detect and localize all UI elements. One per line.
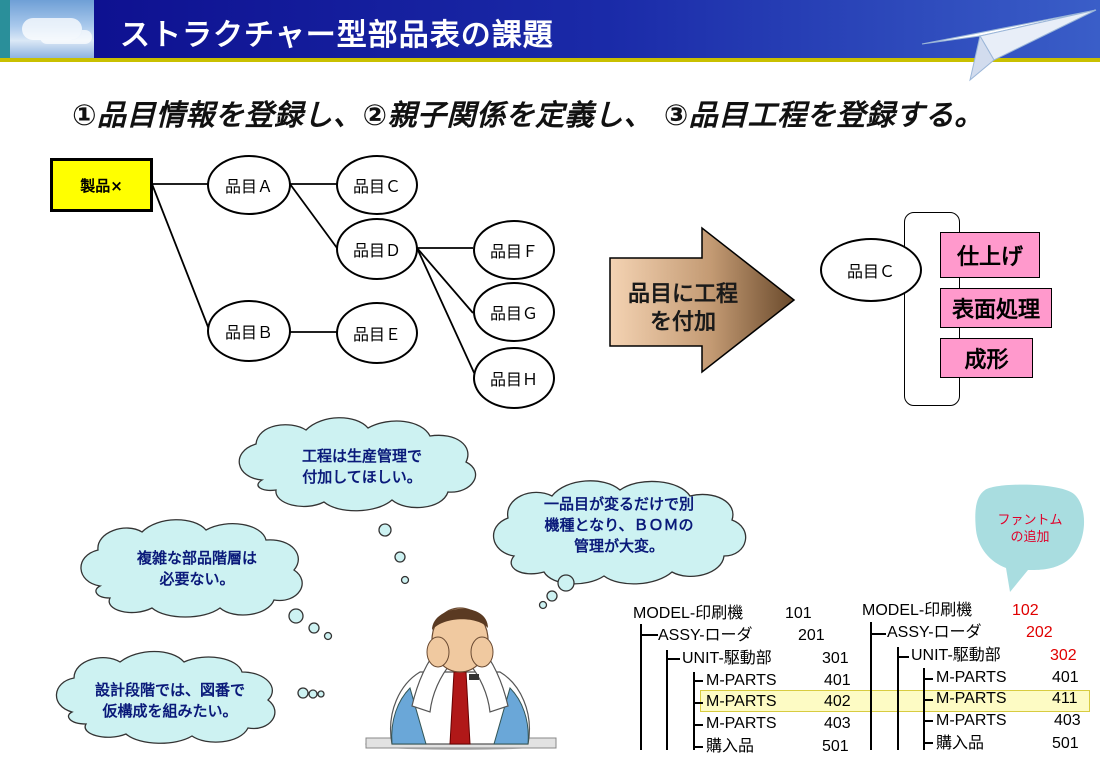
item-h-node: 品目Ｈ: [473, 347, 555, 409]
bom-left-unit-num: 301: [822, 650, 849, 667]
bom-left-assy-num: 201: [798, 627, 825, 644]
thought-cloud-hierarchy: [80, 519, 303, 618]
thought-cloud-design: [55, 650, 276, 744]
item-a-node: 品目Ａ: [207, 155, 291, 215]
arrow-label: 品目に工程 を付加: [627, 281, 738, 335]
item-c-node: 品目Ｃ: [336, 155, 418, 215]
bom-right-mparts-2: M-PARTS: [936, 690, 1007, 707]
bom-left-mparts-3: M-PARTS: [706, 715, 777, 732]
process-finishing: 仕上げ: [940, 232, 1040, 278]
page-title: ストラクチャー型部品表の課題: [120, 18, 554, 53]
phantom-text: ファントム の追加: [997, 513, 1063, 545]
bom-left-mparts-2: M-PARTS: [706, 693, 777, 710]
item-b-node: 品目Ｂ: [207, 300, 291, 362]
phantom-callout: [975, 484, 1085, 592]
header-bar: ストラクチャー型部品表の課題: [0, 0, 1100, 58]
bom-right-model: MODEL-印刷機: [862, 602, 973, 619]
bom-right-mparts-2-num: 411: [1052, 690, 1078, 707]
bom-right-purchased-num: 501: [1052, 735, 1079, 752]
changed-part-highlight: [700, 690, 1090, 712]
bom-right-mparts-1: M-PARTS: [936, 669, 1007, 686]
bom-right-mparts-1-num: 401: [1052, 669, 1079, 686]
item-f-node: 品目Ｆ: [473, 220, 555, 280]
bom-right-assy-num: 202: [1026, 624, 1053, 641]
bom-left-purchased: 購入品: [706, 738, 755, 755]
bom-right-mparts-3: M-PARTS: [936, 712, 1007, 729]
bom-left-mparts-1: M-PARTS: [706, 672, 777, 689]
process-arrow: [609, 226, 796, 374]
bom-left-model-num: 101: [785, 605, 812, 622]
process-forming: 成形: [940, 338, 1033, 378]
thought-text-hierarchy: 複雑な部品階層は 必要ない。: [136, 549, 257, 588]
subtitle: ①品目情報を登録し、②親子関係を定義し、 ③品目工程を登録する。: [72, 98, 984, 132]
bom-left-purchased-num: 501: [822, 738, 849, 755]
bom-right-assy: ASSY-ローダ: [887, 624, 982, 641]
item-d-node: 品目Ｄ: [336, 218, 418, 280]
item-g-node: 品目Ｇ: [473, 282, 555, 342]
sky-photo: [0, 0, 94, 58]
thought-text-design: 設計段階では、図番で 仮構成を組みたい。: [94, 681, 245, 720]
bom-right-mparts-3-num: 403: [1054, 712, 1081, 729]
paper-plane-icon: [921, 9, 1097, 82]
item-e-node: 品目Ｅ: [336, 302, 418, 364]
worried-person-icon: [365, 607, 557, 750]
thought-cloud-production: [238, 417, 477, 512]
bom-left-assy: ASSY-ローダ: [658, 627, 753, 644]
process-item-c-node: 品目Ｃ: [820, 238, 922, 302]
process-surface-treatment: 表面処理: [940, 288, 1052, 328]
bom-right-purchased: 購入品: [936, 735, 985, 752]
bom-left-unit: UNIT-駆動部: [682, 650, 772, 667]
bom-left-mparts-3-num: 403: [824, 715, 851, 732]
thought-text-bom: 一品目が変るだけで別 機種となり、ＢＯＭの 管理が大変。: [543, 495, 694, 555]
header-underline: [0, 58, 1100, 62]
bom-right-model-num: 102: [1012, 602, 1039, 619]
bom-left-mparts-2-num: 402: [824, 693, 851, 710]
product-x-box: 製品×: [50, 158, 153, 212]
bom-right-unit-num: 302: [1050, 647, 1077, 664]
thought-cloud-bom: [492, 480, 747, 585]
thought-text-production: 工程は生産管理で 付加してほしい。: [301, 447, 422, 486]
bom-right-unit: UNIT-駆動部: [911, 647, 1001, 664]
bom-left-mparts-1-num: 401: [824, 672, 851, 689]
bom-left-model: MODEL-印刷機: [633, 605, 744, 622]
